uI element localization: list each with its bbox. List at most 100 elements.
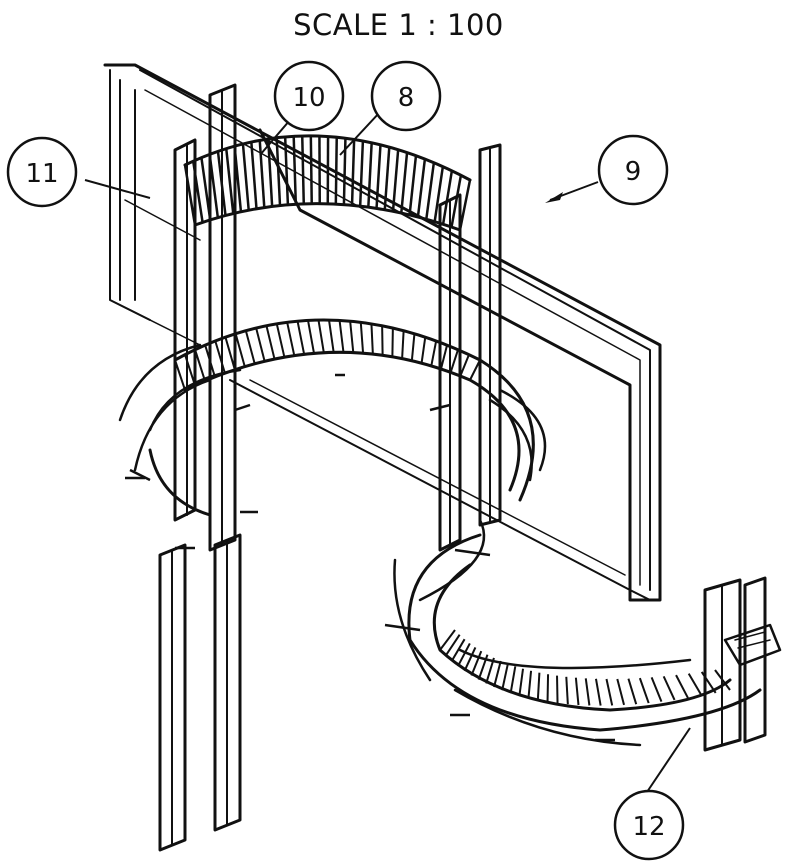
roller (275, 137, 282, 206)
roller (184, 354, 196, 386)
roller (358, 140, 365, 207)
balloon-9: 9 (597, 134, 669, 206)
leader-10 (259, 119, 291, 156)
roller (485, 657, 495, 684)
roller (556, 675, 559, 704)
roller (638, 677, 650, 704)
balloon-10-label: 10 (292, 83, 325, 113)
roller (334, 137, 338, 205)
guide-brackets (125, 373, 615, 742)
roller (527, 670, 533, 699)
roller (200, 157, 212, 221)
roller (546, 674, 550, 702)
balloon-9-label: 9 (625, 157, 642, 187)
roller (255, 327, 266, 362)
roller (265, 325, 276, 360)
roller (286, 322, 296, 356)
roller (266, 138, 274, 207)
roller (449, 349, 459, 373)
roller (258, 140, 266, 208)
roller (463, 646, 477, 672)
lower-spiral (393, 518, 762, 747)
roller (616, 678, 625, 706)
roller (204, 344, 216, 378)
roller (450, 638, 466, 662)
top-curve-conveyor (183, 134, 472, 232)
roller (574, 677, 580, 706)
roller (518, 668, 525, 696)
roller (401, 330, 405, 359)
roller (440, 344, 449, 370)
roller (416, 158, 427, 218)
roller (317, 319, 325, 353)
roller (174, 359, 186, 391)
roller (441, 170, 454, 225)
roller (565, 676, 569, 705)
roller (430, 340, 438, 367)
roller (283, 136, 290, 205)
roller (433, 166, 445, 222)
leader-8 (339, 111, 381, 156)
roller (383, 147, 391, 210)
balloon-11-label: 11 (25, 159, 58, 189)
roller (477, 654, 489, 680)
roller (687, 673, 703, 697)
arrowhead-9 (545, 192, 563, 203)
roller (675, 674, 689, 699)
roller (450, 175, 463, 228)
roller (359, 322, 365, 354)
leader-11 (84, 179, 151, 199)
roller (292, 136, 298, 205)
roller (214, 340, 226, 374)
roller (183, 164, 197, 226)
roller (458, 179, 472, 231)
roller (309, 135, 313, 204)
upper-spiral (118, 318, 547, 517)
roller (296, 320, 306, 355)
roller (408, 155, 418, 216)
roller (307, 320, 315, 354)
roller (459, 354, 470, 377)
roller (194, 349, 206, 382)
balloon-8: 8 (370, 60, 442, 132)
balloon-10: 10 (273, 60, 345, 132)
roller (216, 151, 227, 216)
scale-title: SCALE 1 : 100 (293, 8, 504, 42)
roller (375, 144, 382, 209)
roller (584, 678, 591, 706)
roller (400, 152, 409, 214)
roller (234, 333, 246, 367)
balloon-12-label: 12 (632, 812, 665, 842)
roller (370, 323, 374, 355)
roller (469, 359, 481, 381)
roller (349, 321, 355, 353)
roller (191, 161, 204, 223)
roller (650, 676, 663, 703)
balloon-8-label: 8 (398, 83, 415, 113)
right-posts (438, 143, 502, 552)
roller (410, 333, 416, 361)
roller (250, 141, 258, 209)
roller (493, 660, 502, 688)
roller (233, 146, 243, 212)
roller (420, 337, 427, 364)
end-support (703, 576, 782, 752)
roller (350, 139, 356, 206)
roller (501, 663, 509, 691)
roller (225, 148, 235, 214)
balloon-12: 12 (613, 789, 685, 861)
roller (444, 634, 461, 657)
roller (425, 162, 436, 220)
roller (457, 642, 471, 667)
roller (338, 320, 345, 353)
roller (244, 330, 256, 365)
roller (241, 143, 250, 211)
roller (594, 678, 602, 706)
roller (509, 666, 517, 694)
roller (328, 319, 335, 353)
roller (224, 336, 236, 371)
roller (208, 154, 220, 218)
roller (605, 678, 614, 706)
leader-12 (644, 727, 691, 796)
